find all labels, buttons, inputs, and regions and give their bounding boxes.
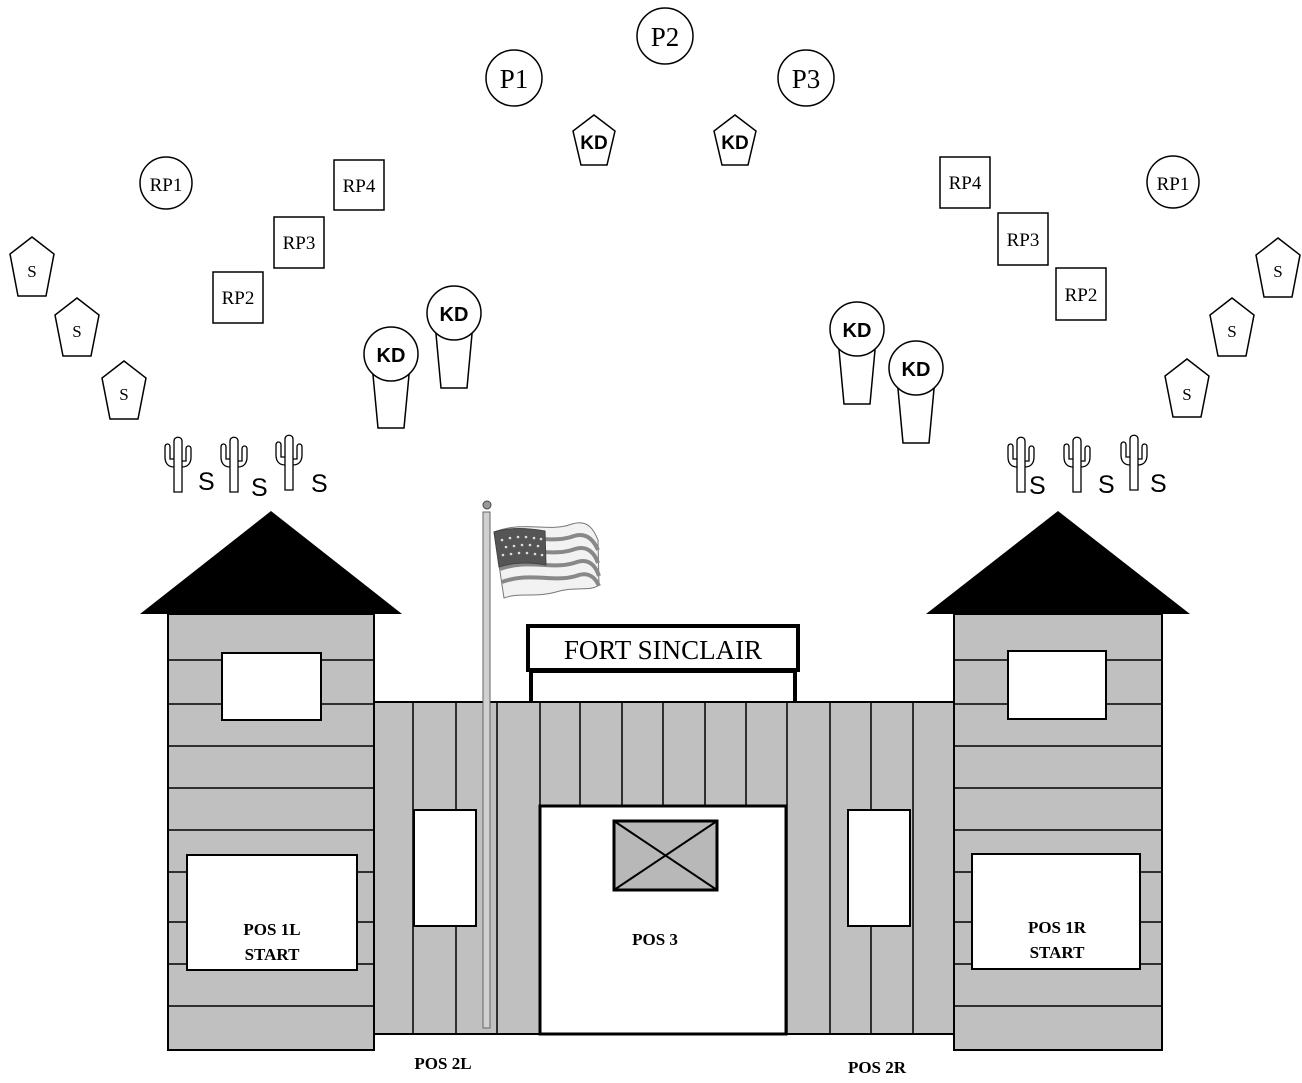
target-p3: P3 [777, 49, 835, 107]
target-rp3-left: RP3 [273, 216, 325, 269]
cactus-icon [275, 434, 303, 491]
cactus-icon [1007, 436, 1035, 493]
target-kd-pentagon-left: KD [572, 114, 616, 166]
cactus-icon [1120, 434, 1148, 491]
target-kd-label: KD [721, 133, 748, 154]
target-s-label: S [72, 322, 81, 341]
target-rp1-left: RP1 [139, 156, 193, 210]
target-rp2-left: RP2 [212, 271, 264, 324]
s-marker-cactus-2: S [251, 474, 268, 502]
us-flag-icon [493, 522, 601, 599]
target-kd-label: KD [843, 320, 872, 342]
cactus-icon [164, 436, 192, 493]
target-s-left-2: S [54, 297, 100, 357]
fort-sign: FORT SINCLAIR [526, 624, 800, 702]
target-rp4-label: RP4 [343, 176, 376, 197]
target-kd-popper-right-back: KD [829, 301, 885, 405]
target-p1-label: P1 [500, 64, 529, 94]
s-marker-cactus-3: S [311, 470, 328, 498]
cactus-icon [1063, 436, 1091, 493]
target-rp4-left: RP4 [333, 159, 385, 211]
crate-icon [612, 819, 719, 892]
right-tower [926, 511, 1190, 1051]
pos-1l-label-line1: POS 1L [243, 920, 300, 939]
target-rp3-right: RP3 [997, 212, 1049, 266]
target-kd-popper-right-front: KD [888, 340, 944, 444]
target-s-label: S [119, 385, 128, 404]
target-s-right-3: S [1164, 358, 1210, 418]
flagpole [482, 500, 492, 1029]
s-marker-cactus-5: S [1098, 471, 1115, 499]
pos-2l-label: POS 2L [414, 1054, 471, 1073]
pos-1r-label-line1: POS 1R [1028, 918, 1087, 937]
target-kd-popper-left-back: KD [426, 285, 482, 389]
target-kd-label: KD [440, 304, 469, 326]
target-s-label: S [1182, 385, 1191, 404]
target-rp1-right: RP1 [1146, 155, 1200, 209]
target-p2: P2 [636, 7, 694, 65]
target-rp4-right: RP4 [939, 156, 991, 209]
target-s-right-1: S [1255, 237, 1301, 298]
target-rp4-label: RP4 [949, 173, 982, 194]
target-rp2-right: RP2 [1055, 267, 1107, 321]
target-s-label: S [27, 262, 36, 281]
cactus-group-left: S S S [164, 434, 328, 502]
target-s-left-3: S [101, 360, 147, 420]
target-rp2-label: RP2 [222, 288, 255, 309]
target-s-label: S [1227, 322, 1236, 341]
fort-sign-text: FORT SINCLAIR [564, 635, 762, 665]
pos-1r-label-line2: START [1030, 943, 1085, 962]
target-s-label: S [1273, 262, 1282, 281]
s-marker-cactus-4: S [1029, 472, 1046, 500]
target-p3-label: P3 [792, 64, 821, 94]
target-kd-label: KD [580, 133, 607, 154]
window-left-wall [413, 809, 477, 927]
target-rp1-label: RP1 [150, 175, 183, 196]
left-tower [140, 511, 402, 1051]
target-rp3-label: RP3 [1007, 230, 1040, 251]
target-p2-label: P2 [651, 22, 680, 52]
target-kd-popper-left-front: KD [363, 326, 419, 429]
target-kd-label: KD [377, 345, 406, 367]
pos-3-label: POS 3 [632, 930, 678, 949]
pos-2r-label: POS 2R [848, 1058, 907, 1077]
target-kd-label: KD [902, 359, 931, 381]
target-kd-pentagon-right: KD [713, 114, 757, 166]
target-s-left-1: S [9, 236, 55, 297]
s-marker-cactus-1: S [198, 468, 215, 496]
target-rp2-label: RP2 [1065, 285, 1098, 306]
target-p1: P1 [485, 49, 543, 107]
target-rp3-label: RP3 [283, 233, 316, 254]
pos-1l-label-line2: START [245, 945, 300, 964]
s-marker-cactus-6: S [1150, 470, 1167, 498]
target-s-right-2: S [1209, 297, 1255, 357]
target-rp1-label: RP1 [1157, 174, 1190, 195]
window-right-wall [847, 809, 911, 927]
cactus-group-right: S S S [1007, 434, 1167, 500]
cactus-icon [220, 436, 248, 493]
